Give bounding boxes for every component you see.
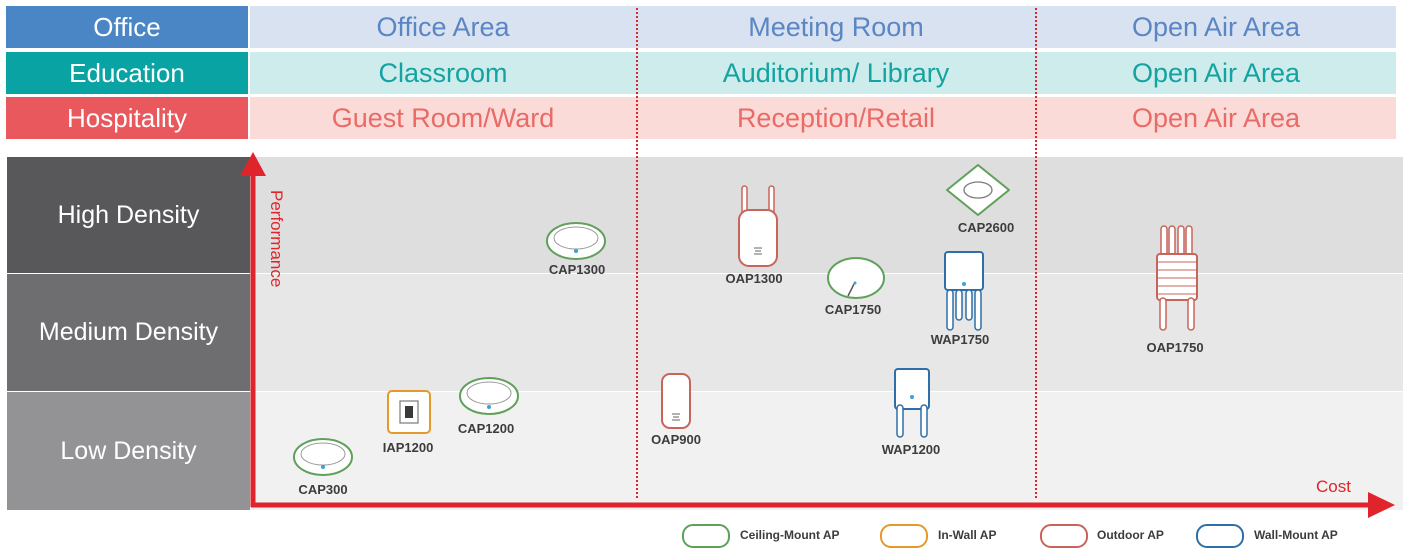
- cell-reception-retail: Reception/Retail: [636, 97, 1036, 139]
- x-axis-label: Cost: [1316, 477, 1351, 496]
- cap2600-label: CAP2600: [957, 220, 1015, 235]
- legend-ceiling-mount-label: Ceiling-Mount AP: [740, 528, 840, 542]
- wap1750-label: WAP1750: [930, 332, 990, 347]
- cap1300-label: CAP1300: [548, 262, 606, 277]
- density-high-label: High Density: [7, 157, 250, 273]
- cell-office-area: Office Area: [250, 6, 636, 48]
- cap2600-icon: [946, 164, 1010, 216]
- row-header-hospitality: Hospitality: [6, 97, 248, 139]
- oap1750-icon: [1156, 225, 1198, 331]
- cell-open-air-education: Open Air Area: [1036, 52, 1396, 94]
- y-axis-label: Performance: [267, 190, 286, 288]
- cell-auditorium-library: Auditorium/ Library: [636, 52, 1036, 94]
- separator-line-2: [1035, 8, 1037, 498]
- density-medium-label: Medium Density: [7, 274, 250, 391]
- cap1750-icon: [827, 257, 885, 299]
- cap1300-icon: [546, 222, 606, 260]
- legend-in-wall-swatch: [880, 524, 928, 548]
- band-low: [250, 392, 1403, 510]
- band-medium: [250, 274, 1403, 391]
- legend-outdoor-label: Outdoor AP: [1097, 528, 1164, 542]
- iap1200-icon: [387, 390, 431, 434]
- oap900-icon: [661, 373, 691, 429]
- cell-guest-room-ward: Guest Room/Ward: [250, 97, 636, 139]
- legend-in-wall-label: In-Wall AP: [938, 528, 997, 542]
- density-low-label: Low Density: [7, 392, 250, 510]
- band-high: [250, 157, 1403, 273]
- cap1200-icon: [459, 377, 519, 415]
- cap1200-label: CAP1200: [457, 421, 515, 436]
- wap1200-label: WAP1200: [881, 442, 941, 457]
- row-header-education: Education: [6, 52, 248, 94]
- cap300-icon: [293, 438, 353, 476]
- iap1200-label: IAP1200: [382, 440, 434, 455]
- cell-open-air-hospitality: Open Air Area: [1036, 97, 1396, 139]
- y-axis-arrow: [240, 152, 266, 176]
- x-axis-arrow: [1368, 492, 1395, 518]
- legend-wall-mount-swatch: [1196, 524, 1244, 548]
- separator-line-1: [636, 8, 638, 498]
- wap1200-icon: [894, 368, 930, 438]
- legend-ceiling-mount-swatch: [682, 524, 730, 548]
- cap1750-label: CAP1750: [824, 302, 882, 317]
- row-header-office: Office: [6, 6, 248, 48]
- cell-meeting-room: Meeting Room: [636, 6, 1036, 48]
- legend-wall-mount-label: Wall-Mount AP: [1254, 528, 1338, 542]
- wap1750-icon: [944, 251, 984, 331]
- oap900-label: OAP900: [651, 432, 701, 447]
- cap300-label: CAP300: [298, 482, 348, 497]
- oap1750-label: OAP1750: [1146, 340, 1204, 355]
- legend-outdoor-swatch: [1040, 524, 1088, 548]
- oap1300-icon: [738, 185, 778, 267]
- oap1300-label: OAP1300: [725, 271, 783, 286]
- cell-classroom: Classroom: [250, 52, 636, 94]
- cell-open-air-office: Open Air Area: [1036, 6, 1396, 48]
